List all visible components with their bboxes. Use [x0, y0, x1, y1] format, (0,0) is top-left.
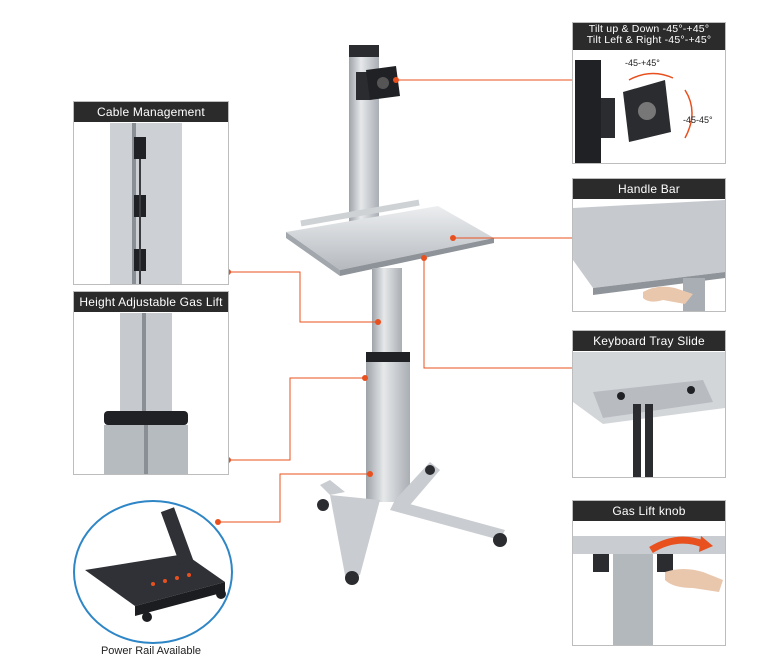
- tilt-up-down-label: Tilt up & Down -45°-+45°: [588, 23, 710, 35]
- cable-management-illustration: [74, 123, 228, 284]
- handle-bar-header: Handle Bar: [573, 179, 725, 199]
- tilt-angle-top: -45-+45°: [625, 58, 660, 68]
- keyboard-tray-panel: Keyboard Tray Slide: [572, 330, 726, 478]
- work-surface: [286, 206, 494, 270]
- cart-base: [317, 462, 507, 585]
- gas-lift-knob-header: Gas Lift knob: [573, 501, 725, 521]
- tilt-angle-side: -45-45°: [683, 115, 713, 125]
- handle-bar-illustration: [573, 200, 725, 311]
- leader-lines: [218, 79, 572, 523]
- tilt-panel-header: Tilt up & Down -45°-+45° Tilt Left & Rig…: [573, 23, 725, 50]
- lower-column: [366, 362, 410, 502]
- height-adjustable-header: Height Adjustable Gas Lift: [74, 292, 228, 312]
- gas-lift-knob-panel: Gas Lift knob: [572, 500, 726, 646]
- height-adjustable-panel: Height Adjustable Gas Lift: [73, 291, 229, 475]
- cable-management-header: Cable Management: [74, 102, 228, 122]
- vesa-mount: [356, 66, 400, 100]
- keyboard-tray-header: Keyboard Tray Slide: [573, 331, 725, 351]
- upper-column: [372, 268, 402, 360]
- power-rail-bubble: [73, 500, 233, 644]
- keyboard-tray-illustration: [573, 352, 725, 477]
- leader-dots: [215, 77, 456, 525]
- tilt-left-right-label: Tilt Left & Right -45°-+45°: [586, 34, 712, 46]
- cable-management-panel: Cable Management: [73, 101, 229, 285]
- power-rail-illustration: [85, 507, 226, 622]
- tilt-panel: Tilt up & Down -45°-+45° Tilt Left & Rig…: [572, 22, 726, 164]
- handle-bar-panel: Handle Bar: [572, 178, 726, 312]
- power-rail-caption: Power Rail Available: [100, 645, 202, 657]
- column-collar: [366, 352, 410, 362]
- height-adjustable-illustration: [74, 313, 228, 474]
- tilt-illustration: -45-+45° -45-45°: [573, 50, 725, 163]
- gas-lift-knob-illustration: [573, 522, 725, 645]
